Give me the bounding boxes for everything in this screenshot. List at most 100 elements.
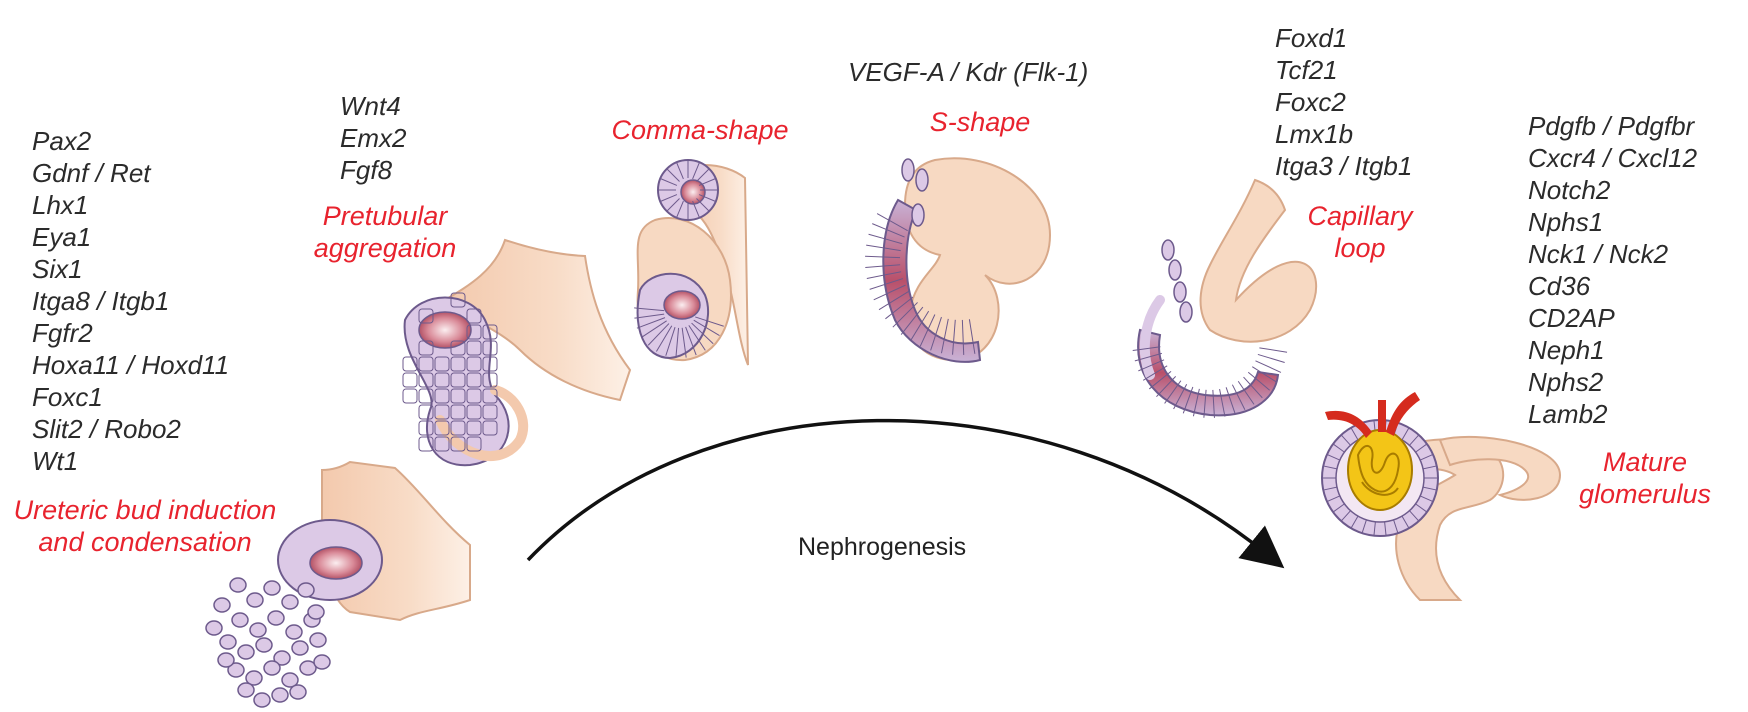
ureteric-bud-lumen bbox=[309, 546, 363, 580]
gene-label: Eya1 bbox=[32, 222, 92, 252]
pretubular-cell bbox=[482, 340, 498, 356]
mesenchyme-cell bbox=[249, 622, 267, 638]
pretubular-peach-rim bbox=[435, 385, 529, 461]
gene-label: Itga3 / Itgb1 bbox=[1275, 151, 1413, 181]
capillary-loop-cell-border bbox=[1255, 360, 1282, 373]
mesenchyme-cell bbox=[227, 662, 245, 678]
capillary-loop-tubule bbox=[1199, 178, 1318, 343]
gene-label: Fgf8 bbox=[340, 155, 393, 185]
bowman-capsule-cell-border bbox=[1373, 521, 1376, 536]
comma-tip-cell-border bbox=[698, 178, 716, 186]
capillary-loop-cell-border bbox=[1259, 347, 1288, 353]
arteriole-center bbox=[1378, 400, 1386, 432]
gene-label: Slit2 / Robo2 bbox=[32, 414, 181, 444]
gene-label: Nck1 / Nck2 bbox=[1528, 239, 1669, 269]
pretubular-cell bbox=[450, 420, 466, 436]
s-shape-cell-border bbox=[909, 310, 930, 342]
gene-label: Wt1 bbox=[32, 446, 79, 476]
capillary-loop-cell-border bbox=[1243, 376, 1263, 399]
gene-label: Cd36 bbox=[1528, 271, 1591, 301]
comma-cell-border bbox=[634, 307, 665, 312]
metanephric-mesenchyme-cells bbox=[205, 577, 331, 708]
capillary-loop-cell-border bbox=[1173, 383, 1188, 410]
s-shape-vessel-cell-3 bbox=[911, 203, 925, 227]
gene-label: Cxcr4 / Cxcl12 bbox=[1528, 143, 1698, 173]
bowman-capsule-cell-border bbox=[1340, 434, 1351, 446]
comma-tip-cell-border bbox=[698, 194, 716, 202]
pretubular-cell bbox=[466, 308, 482, 324]
capillary-loop-cell-border bbox=[1237, 380, 1255, 405]
pretubular-cells bbox=[402, 292, 498, 452]
bowman-capsule-cell-border bbox=[1326, 495, 1341, 503]
gene-label: Foxc2 bbox=[1275, 87, 1346, 117]
gene-label: Nphs2 bbox=[1528, 367, 1604, 397]
gene-label: Tcf21 bbox=[1275, 55, 1338, 85]
bowman-capsule-cell-border bbox=[1415, 443, 1428, 453]
gene-label: Fgfr2 bbox=[32, 318, 93, 348]
gene-label: Pdgfb / Pdgfbr bbox=[1528, 111, 1695, 141]
capillary-loop-cells bbox=[1132, 346, 1288, 418]
bowman-capsule-cell-border bbox=[1393, 519, 1399, 534]
capillary-vessel-cell-3 bbox=[1173, 281, 1187, 303]
mesenchyme-cell bbox=[267, 610, 285, 626]
comma-cell-border bbox=[665, 327, 676, 356]
capillary-loop-cell-border bbox=[1134, 352, 1162, 362]
capillary-loop-cell-border bbox=[1212, 389, 1215, 418]
comma-cell-border bbox=[681, 327, 687, 358]
ureteric-bud-illustration bbox=[205, 460, 471, 708]
comma-cell-border bbox=[641, 320, 667, 338]
s-shape-cell-border bbox=[872, 223, 905, 238]
gene-label: Lamb2 bbox=[1528, 399, 1608, 429]
mesenchyme-cell bbox=[253, 692, 271, 708]
pretubular-cell bbox=[418, 340, 434, 356]
mesenchyme-cell bbox=[289, 684, 307, 700]
mesenchyme-cell bbox=[285, 624, 303, 640]
pretubular-cell bbox=[418, 404, 434, 420]
mesenchyme-cell bbox=[273, 650, 291, 666]
capillary-loop-cell-border bbox=[1142, 365, 1168, 381]
s-shape-cell-border bbox=[878, 290, 910, 311]
comma-shape-illustration bbox=[634, 159, 749, 366]
comma-cell-border bbox=[655, 325, 673, 352]
pretubular-cell bbox=[418, 308, 434, 324]
pretubular-cell bbox=[466, 404, 482, 420]
s-shape-cell-border bbox=[930, 316, 942, 351]
capillary-loop-cell-border bbox=[1251, 366, 1277, 383]
bowman-capsule-cell-border bbox=[1419, 453, 1434, 461]
capillary-loop-cell-border bbox=[1247, 371, 1270, 391]
s-shape-cell-border bbox=[866, 244, 901, 252]
s-shape-cell-border bbox=[869, 278, 904, 290]
s-shape-gene-list: VEGF-A / Kdr (Flk-1) bbox=[848, 56, 1088, 88]
pretubular-cell bbox=[450, 388, 466, 404]
s-shape-cell-border bbox=[940, 318, 949, 354]
capillary-loop-cell-border bbox=[1219, 388, 1226, 417]
comma-cell-border bbox=[688, 325, 706, 351]
pretubular-cell bbox=[466, 340, 482, 356]
capillary-vessel-cell-4 bbox=[1179, 301, 1193, 323]
s-shape-cell-border bbox=[892, 302, 918, 328]
nephrogenesis-label: Nephrogenesis bbox=[798, 533, 967, 561]
pretubular-aggregate-illustration bbox=[402, 238, 632, 467]
pretubular-cell bbox=[434, 404, 450, 420]
mesenchyme-cell bbox=[313, 654, 331, 670]
comma-cell-border bbox=[695, 316, 724, 327]
pretubular-cell bbox=[466, 436, 482, 452]
s-shape-cell-border bbox=[873, 284, 906, 301]
capillary-loop-cell-border bbox=[1164, 380, 1182, 404]
comma-cell-border bbox=[693, 319, 720, 337]
pretubular-cell bbox=[450, 340, 466, 356]
comma-tip-cell-border bbox=[660, 194, 678, 202]
pretubular-cell bbox=[466, 388, 482, 404]
gene-label: Neph1 bbox=[1528, 335, 1605, 365]
pretubular-cell bbox=[482, 324, 498, 340]
pretubular-cell bbox=[482, 420, 498, 436]
comma-tip-cell-border bbox=[696, 198, 710, 212]
s-shape-cell-border bbox=[961, 319, 965, 355]
bowman-capsule-cell-border bbox=[1350, 427, 1359, 441]
s-shape-cell-border bbox=[919, 314, 936, 347]
comma-cell-border bbox=[691, 322, 714, 345]
